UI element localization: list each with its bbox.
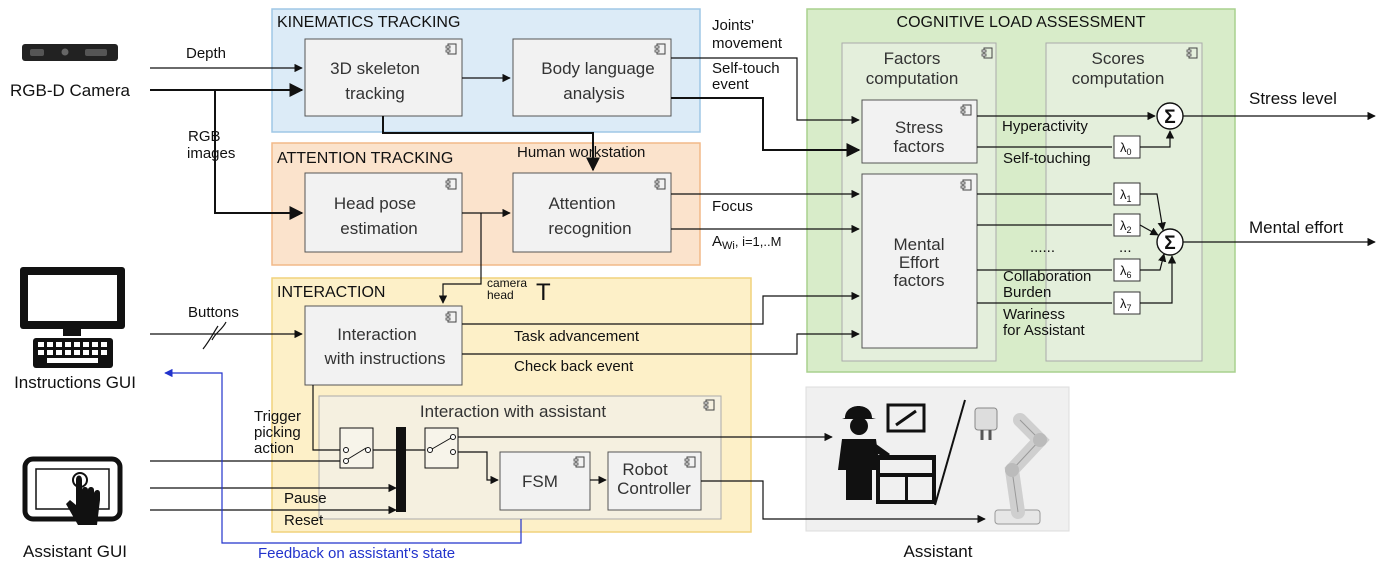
reset-label: Reset bbox=[284, 512, 324, 529]
rgbd-camera-icon bbox=[22, 44, 118, 61]
wireless-break-symbol bbox=[202, 321, 227, 350]
mental-effort-box: Mental Effort factors bbox=[861, 173, 978, 349]
assistant-gui-label: Assistant GUI bbox=[23, 542, 127, 561]
fsm-box: FSM bbox=[499, 451, 591, 511]
robot-arm-icon bbox=[974, 407, 1050, 525]
divider-slash bbox=[934, 399, 966, 506]
selftouching-label: Self-touching bbox=[1003, 150, 1091, 167]
weight-lambda-7: λ7 bbox=[1113, 291, 1141, 315]
collaboration-label-2: Burden bbox=[1003, 284, 1051, 301]
hyperactivity-label: Hyperactivity bbox=[1002, 118, 1088, 135]
svg-text:λ7: λ7 bbox=[1120, 296, 1132, 313]
svg-text:estimation: estimation bbox=[340, 219, 417, 238]
checkback-label: Check back event bbox=[514, 358, 634, 375]
trigger-label-1: Trigger bbox=[254, 408, 301, 425]
svg-text:3D skeleton: 3D skeleton bbox=[330, 59, 420, 78]
svg-text:tracking: tracking bbox=[345, 84, 405, 103]
feedback-line bbox=[164, 368, 522, 544]
depth-label: Depth bbox=[186, 45, 226, 62]
attention-title: ATTENTION TRACKING bbox=[277, 150, 453, 167]
svg-text:FSM: FSM bbox=[522, 472, 558, 491]
svg-text:Controller: Controller bbox=[617, 479, 691, 498]
robot-controller-box: Robot Controller bbox=[607, 451, 702, 511]
svg-text:analysis: analysis bbox=[563, 84, 624, 103]
selftouch-label-1: Self-touch bbox=[712, 60, 780, 77]
pause-label: Pause bbox=[284, 490, 327, 507]
skeleton-tracking-box: 3D skeleton tracking bbox=[304, 38, 463, 117]
svg-text:λ2: λ2 bbox=[1120, 218, 1132, 235]
svg-text:Attention: Attention bbox=[548, 194, 615, 213]
svg-text:Mental: Mental bbox=[893, 235, 944, 254]
weight-lambda-6: λ6 bbox=[1113, 258, 1141, 282]
feedback-label: Feedback on assistant's state bbox=[258, 545, 455, 562]
head-pose-box: Head pose estimation bbox=[304, 172, 463, 253]
wariness-label-1: Wariness bbox=[1003, 306, 1065, 323]
stress-factors-box: Stress factors bbox=[861, 99, 978, 164]
kinematics-title: KINEMATICS TRACKING bbox=[277, 14, 460, 31]
trigger-label-2: picking bbox=[254, 424, 301, 441]
trigger-label-3: action bbox=[254, 440, 294, 457]
switch-2 bbox=[424, 427, 459, 469]
dots-label-1: ...... bbox=[1030, 239, 1055, 256]
svg-text:factors: factors bbox=[893, 137, 944, 156]
body-language-box: Body language analysis bbox=[512, 38, 672, 117]
worker-icon bbox=[838, 403, 936, 504]
switch-1 bbox=[339, 427, 374, 469]
workstation-label: Human workstation bbox=[517, 144, 645, 161]
rgb-label-1: RGB bbox=[188, 128, 221, 145]
scores-title-2: computation bbox=[1072, 69, 1165, 88]
svg-text:λ1: λ1 bbox=[1120, 187, 1132, 204]
svg-text:λ0: λ0 bbox=[1120, 140, 1132, 157]
svg-text:Robot: Robot bbox=[622, 460, 668, 479]
svg-text:with instructions: with instructions bbox=[324, 349, 446, 368]
svg-text:Stress: Stress bbox=[895, 118, 943, 137]
buttons-label: Buttons bbox=[188, 304, 239, 321]
factors-title-1: Factors bbox=[884, 49, 941, 68]
camera-sup-label: camera bbox=[487, 276, 527, 290]
factors-title-2: computation bbox=[866, 69, 959, 88]
connections bbox=[150, 57, 1376, 524]
interaction-title: INTERACTION bbox=[277, 284, 385, 301]
instructions-gui-label: Instructions GUI bbox=[14, 373, 136, 392]
svg-text:Body language: Body language bbox=[541, 59, 654, 78]
mental-effort-output: Mental effort bbox=[1249, 218, 1343, 237]
collaboration-label-1: Collaboration bbox=[1003, 268, 1091, 285]
task-advancement-label: Task advancement bbox=[514, 328, 640, 345]
joints-label-2: movement bbox=[712, 35, 783, 52]
cognitive-title: COGNITIVE LOAD ASSESSMENT bbox=[897, 14, 1146, 31]
head-sub-label: head bbox=[487, 288, 514, 302]
awi-label: AWi, i=1,..M bbox=[712, 233, 781, 252]
svg-text:λ6: λ6 bbox=[1120, 263, 1132, 280]
weight-lambda-2: λ2 bbox=[1113, 213, 1141, 237]
interaction-instructions-box: Interaction with instructions bbox=[304, 305, 463, 386]
sum-node-mental: Σ bbox=[1156, 228, 1184, 256]
camera-label: RGB-D Camera bbox=[10, 81, 131, 100]
attention-recognition-box: Attention recognition bbox=[512, 172, 672, 253]
rgb-label-2: images bbox=[187, 145, 235, 162]
svg-text:Effort: Effort bbox=[899, 253, 940, 272]
transform-t-label: T bbox=[536, 279, 551, 306]
computer-monitor-keyboard-icon bbox=[20, 267, 125, 368]
sum-node-stress: Σ bbox=[1156, 102, 1184, 130]
selftouch-label-2: event bbox=[712, 76, 750, 93]
svg-text:Head pose: Head pose bbox=[334, 194, 416, 213]
wariness-label-2: for Assistant bbox=[1003, 322, 1086, 339]
focus-label: Focus bbox=[712, 198, 753, 215]
stress-level-output: Stress level bbox=[1249, 89, 1337, 108]
joints-label-1: Joints' bbox=[712, 17, 754, 34]
svg-text:factors: factors bbox=[893, 271, 944, 290]
assistant-label: Assistant bbox=[904, 542, 973, 561]
svg-text:Σ: Σ bbox=[1164, 233, 1175, 254]
svg-text:Interaction: Interaction bbox=[337, 325, 416, 344]
svg-text:recognition: recognition bbox=[548, 219, 631, 238]
assistant-interaction-title: Interaction with assistant bbox=[420, 402, 606, 421]
touch-tablet-icon bbox=[22, 456, 123, 525]
svg-text:Σ: Σ bbox=[1164, 107, 1175, 128]
weight-lambda-1: λ1 bbox=[1113, 182, 1141, 206]
multiplexer-bar bbox=[396, 427, 406, 512]
scores-title-1: Scores bbox=[1092, 49, 1145, 68]
dots-label-2: ... bbox=[1119, 239, 1132, 256]
weight-lambda-0: λ0 bbox=[1113, 135, 1141, 159]
